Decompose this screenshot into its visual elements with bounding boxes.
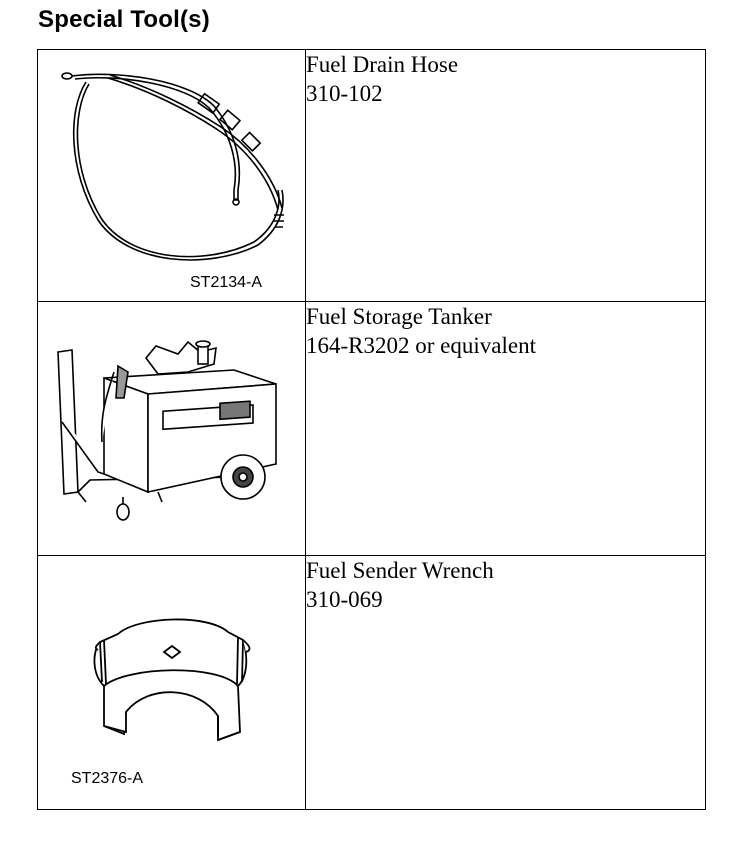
tool-number: 310-069 bbox=[306, 587, 383, 612]
tool-illustration-cell: ST2376-A bbox=[37, 555, 306, 810]
illustration-reference: ST2134-A bbox=[190, 274, 263, 291]
tool-number: 164-R3202 or equivalent bbox=[306, 333, 536, 358]
page-title: Special Tool(s) bbox=[38, 6, 210, 33]
special-tools-table: ST2134-A Fuel Drain Hose 310-102 bbox=[37, 49, 706, 810]
table-row: Fuel Storage Tanker 164-R3202 or equival… bbox=[37, 301, 706, 556]
tool-name: Fuel Storage Tanker bbox=[306, 304, 492, 329]
table-row: ST2376-A Fuel Sender Wrench 310-069 bbox=[37, 555, 706, 810]
tool-description-cell: Fuel Storage Tanker 164-R3202 or equival… bbox=[305, 301, 706, 556]
tool-illustration-cell bbox=[37, 301, 306, 556]
fuel-storage-tanker-icon bbox=[57, 340, 277, 521]
tool-illustration-cell: ST2134-A bbox=[37, 49, 306, 302]
tool-name: Fuel Drain Hose bbox=[306, 52, 459, 77]
tool-description-cell: Fuel Sender Wrench 310-069 bbox=[305, 555, 706, 810]
illustration-reference: ST2376-A bbox=[71, 770, 144, 787]
fuel-sender-wrench-icon bbox=[93, 618, 251, 742]
tool-name: Fuel Sender Wrench bbox=[306, 558, 494, 583]
tool-number: 310-102 bbox=[306, 81, 383, 106]
tool-description-cell: Fuel Drain Hose 310-102 bbox=[305, 49, 706, 302]
fuel-drain-hose-icon bbox=[61, 72, 284, 261]
table-row: ST2134-A Fuel Drain Hose 310-102 bbox=[37, 49, 706, 302]
